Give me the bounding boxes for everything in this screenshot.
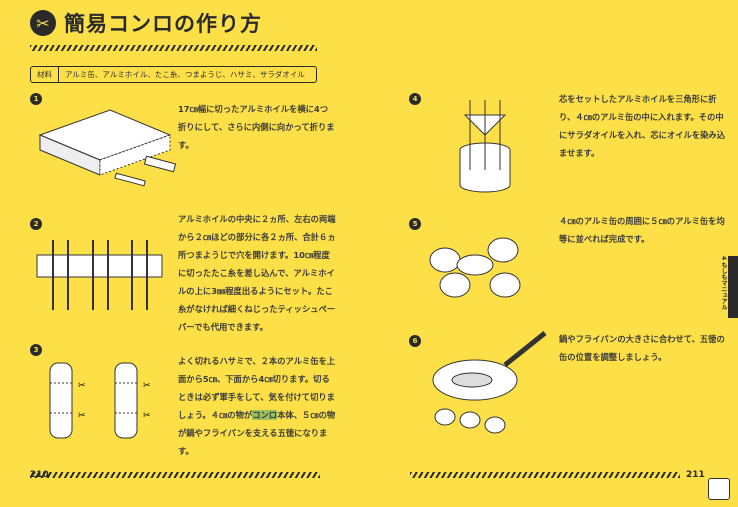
step-number: 4	[409, 93, 421, 105]
step-3-text-pre: よく切れるハサミで、２本のアルミ缶を上面から5㎝、下面から4㎝切ります。切るとき…	[178, 356, 336, 420]
highlighted-term: コンロ	[252, 410, 278, 420]
step-number: 1	[30, 93, 42, 105]
step-number: 5	[409, 218, 421, 230]
svg-text:✂: ✂	[143, 381, 151, 391]
materials-box: 材料 アルミ缶、アルミホイル、たこ糸、つまようじ、ハサミ、サラダオイル	[30, 66, 317, 83]
step-number: 2	[30, 218, 42, 230]
hatch-divider	[30, 472, 320, 478]
step-3-text-post: 本体、５㎝の物が鍋やフライパンを支える五徳になります。	[178, 410, 336, 456]
foil-folding-illustration	[38, 109, 177, 187]
materials-label: 材料	[31, 67, 59, 82]
stove-complete-illustration	[429, 237, 521, 298]
wick-in-can-illustration	[459, 100, 511, 193]
scissors-icon: ✂	[30, 10, 56, 36]
step-3-text: よく切れるハサミで、２本のアルミ缶を上面から5㎝、下面から4㎝切ります。切るとき…	[178, 352, 336, 460]
side-tab[interactable]	[728, 256, 738, 318]
mascot-icon	[708, 478, 730, 500]
step-1-text: 17㎝幅に切ったアルミホイルを横に4つ折りにして、さらに内側に向かって折ります。	[178, 104, 335, 150]
frying-pan-illustration	[432, 331, 547, 434]
step-6-text: 鍋やフライパンの大きさに合わせて、五徳の缶の位置を調整しましょう。	[559, 334, 725, 362]
hatch-divider	[30, 45, 317, 51]
side-tab-label: 4 もしもマニュアル	[720, 256, 727, 311]
hatch-divider	[410, 472, 680, 478]
page-title: ✂ 簡易コンロの作り方	[30, 8, 262, 38]
step-number: 3	[30, 344, 42, 356]
svg-text:✂: ✂	[78, 411, 86, 421]
step-number: 6	[409, 335, 421, 347]
materials-value: アルミ缶、アルミホイル、たこ糸、つまようじ、ハサミ、サラダオイル	[65, 70, 305, 79]
foil-wick-illustration	[36, 240, 163, 310]
page-number-left: 210	[30, 470, 49, 480]
step-4-text: 芯をセットしたアルミホイルを三角形に折り、４㎝のアルミ缶の中に入れます。その中に…	[559, 94, 726, 158]
svg-text:✂: ✂	[143, 411, 151, 421]
svg-text:✂: ✂	[78, 381, 86, 391]
step-2-text: アルミホイルの中央に２ヵ所、左右の両端から２㎝ほどの部分に各２ヵ所、合計６ヵ所つ…	[178, 214, 336, 332]
page-number-right: 211	[686, 470, 705, 480]
can-cutting-illustration: ✂ ✂ ✂ ✂	[49, 362, 151, 439]
step-5-text: ４㎝のアルミ缶の周囲に５㎝のアルミ缶を均等に並べれば完成です。	[559, 216, 725, 244]
title-text: 簡易コンロの作り方	[64, 12, 262, 36]
